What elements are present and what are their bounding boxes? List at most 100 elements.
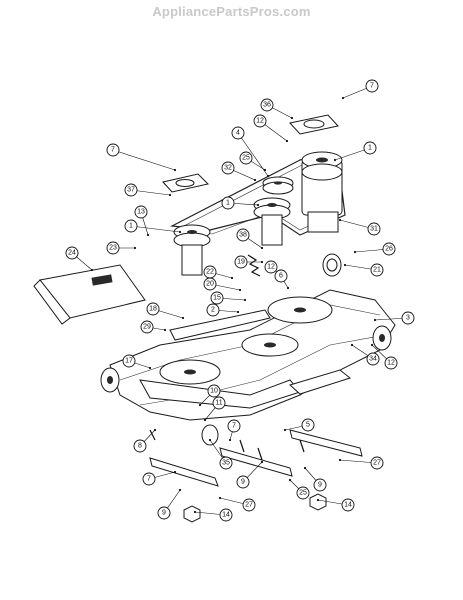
callout-label: 1: [368, 145, 372, 152]
callout-label: 31: [370, 226, 378, 233]
leader-dot-c23: [133, 246, 137, 250]
callout-bubble: [124, 219, 138, 233]
callout-c6: 6: [274, 269, 288, 283]
callout-label: 10: [210, 388, 218, 395]
callout-label: 12: [256, 118, 264, 125]
callout-label: 24: [68, 250, 76, 257]
callout-c25a: 25: [239, 151, 253, 165]
callout-bubble: [274, 269, 288, 283]
leader-dot-c9c: [178, 488, 182, 492]
callout-label: 22: [206, 269, 214, 276]
callout-c14b: 14: [219, 508, 233, 522]
callout-c29: 29: [140, 320, 154, 334]
callout-c7d: 7: [142, 472, 156, 486]
callout-bubble: [231, 126, 245, 140]
callout-label: 9: [241, 479, 245, 486]
callout-c9b: 9: [313, 478, 327, 492]
blade-nut-right: [309, 493, 327, 511]
callout-c21: 21: [370, 263, 384, 277]
callout-bubble: [106, 241, 120, 255]
leader-dot-c34: [350, 343, 354, 347]
callout-c5: 5: [301, 418, 315, 432]
callout-c34: 34: [366, 352, 380, 366]
leader-dot-c12a: [285, 139, 289, 143]
leader-dot-c25b: [288, 478, 292, 482]
leader-dot-c13: [146, 233, 150, 237]
leader-dot-c7b: [173, 168, 177, 172]
callout-bubble: [146, 302, 160, 316]
callout-c37: 37: [124, 183, 138, 197]
callout-c9c: 9: [157, 506, 171, 520]
callout-label: 18: [149, 306, 157, 313]
callout-label: 20: [206, 281, 214, 288]
leader-dot-c9b: [303, 466, 307, 470]
callout-label: 8: [138, 443, 142, 450]
callout-bubble: [384, 356, 398, 370]
leader-dot-c12c: [370, 343, 374, 347]
pulley-bracket-left: [162, 173, 209, 193]
callout-label: 14: [344, 502, 352, 509]
blade-center: [219, 447, 293, 477]
callout-label: 23: [109, 245, 117, 252]
callout-label: 2: [211, 307, 215, 314]
gauge-wheel-right: [372, 325, 392, 351]
callout-label: 34: [369, 356, 377, 363]
blade-nut-left: [183, 505, 201, 523]
callout-label: 9: [318, 482, 322, 489]
leader-dot-c37: [168, 193, 172, 197]
callout-label: 15: [213, 295, 221, 302]
callout-c1c: 1: [124, 219, 138, 233]
callout-label: 21: [373, 267, 381, 274]
leader-dot-c7c: [228, 438, 232, 442]
callout-label: 12: [387, 360, 395, 367]
leader-dot-c5: [283, 428, 287, 432]
tension-spring: [247, 254, 261, 277]
leader-dot-c22: [230, 276, 234, 280]
rear-bracket: [289, 369, 352, 395]
callout-label: 27: [245, 502, 253, 509]
callout-c17: 17: [122, 354, 136, 368]
leader-dot-c4: [266, 174, 270, 178]
callout-c27a: 27: [370, 456, 384, 470]
leader-dot-c6: [286, 286, 290, 290]
callout-label: 37: [127, 187, 135, 194]
callout-c9a: 9: [236, 475, 250, 489]
callout-label: 17: [125, 358, 133, 365]
callout-c14a: 14: [341, 498, 355, 512]
callout-bubble: [367, 222, 381, 236]
callout-c19: 19: [234, 255, 248, 269]
callout-bubble: [157, 506, 171, 520]
idler-pulley-21: [322, 253, 342, 277]
callout-label: 7: [370, 83, 374, 90]
callout-c20: 20: [203, 277, 217, 291]
leader-dot-c8: [153, 428, 157, 432]
callout-c25b: 25: [296, 486, 310, 500]
pulley-bracket-right: [289, 114, 339, 135]
callout-c12b: 12: [264, 260, 278, 274]
callout-bubble: [370, 263, 384, 277]
callout-bubble: [221, 161, 235, 175]
callout-c7c: 7: [227, 419, 241, 433]
callout-c15: 15: [210, 291, 224, 305]
leader-dot-c31: [338, 218, 342, 222]
watermark-text: AppliancePartsPros.com: [152, 4, 311, 19]
callout-bubble: [227, 419, 241, 433]
leader-line-c1c: [130, 225, 181, 233]
callout-c31: 31: [367, 222, 381, 236]
leader-dot-c19: [260, 260, 264, 264]
leader-dot-c20: [238, 288, 242, 292]
callout-bubble: [221, 196, 235, 210]
leader-dot-c1b: [256, 203, 260, 207]
callout-c12c: 12: [384, 356, 398, 370]
callout-label: 9: [162, 510, 166, 517]
callout-label: 29: [143, 324, 151, 331]
blade-right: [289, 429, 363, 457]
callout-bubble: [363, 141, 377, 155]
callout-label: 6: [279, 273, 283, 280]
callout-label: 4: [236, 130, 240, 137]
leader-dot-c36: [290, 116, 294, 120]
leader-dot-c11: [203, 418, 207, 422]
callout-bubble: [140, 320, 154, 334]
callout-bubble: [296, 486, 310, 500]
callout-c11: 11: [212, 396, 226, 410]
